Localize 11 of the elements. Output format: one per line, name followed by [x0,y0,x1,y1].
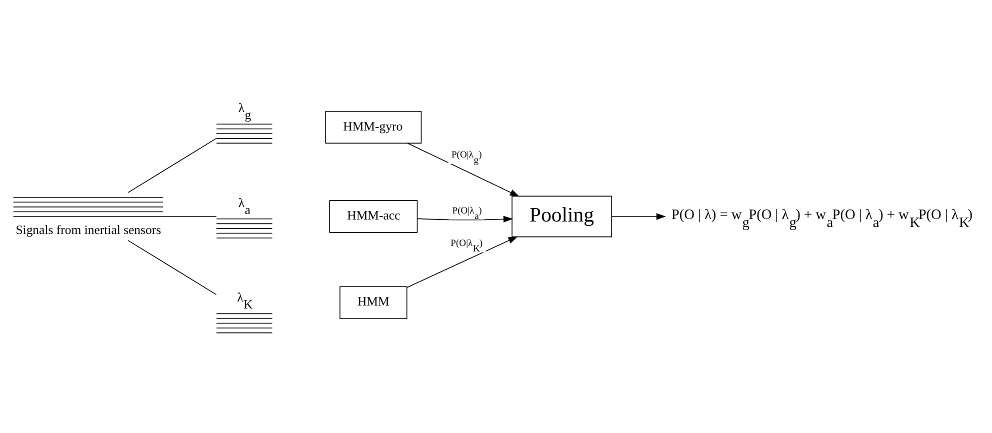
connector [162,216,216,217]
node-box: Pooling [511,196,612,238]
connector [127,240,216,295]
arrow [610,213,666,220]
node-text: Signals from inertial sensors [15,222,161,237]
node-box: HMM-acc [328,200,418,233]
connector [127,138,216,193]
arrow [416,216,513,223]
arrow [406,142,519,197]
node-box: HMM-gyro [324,110,422,144]
node-box: HMM [339,286,407,319]
